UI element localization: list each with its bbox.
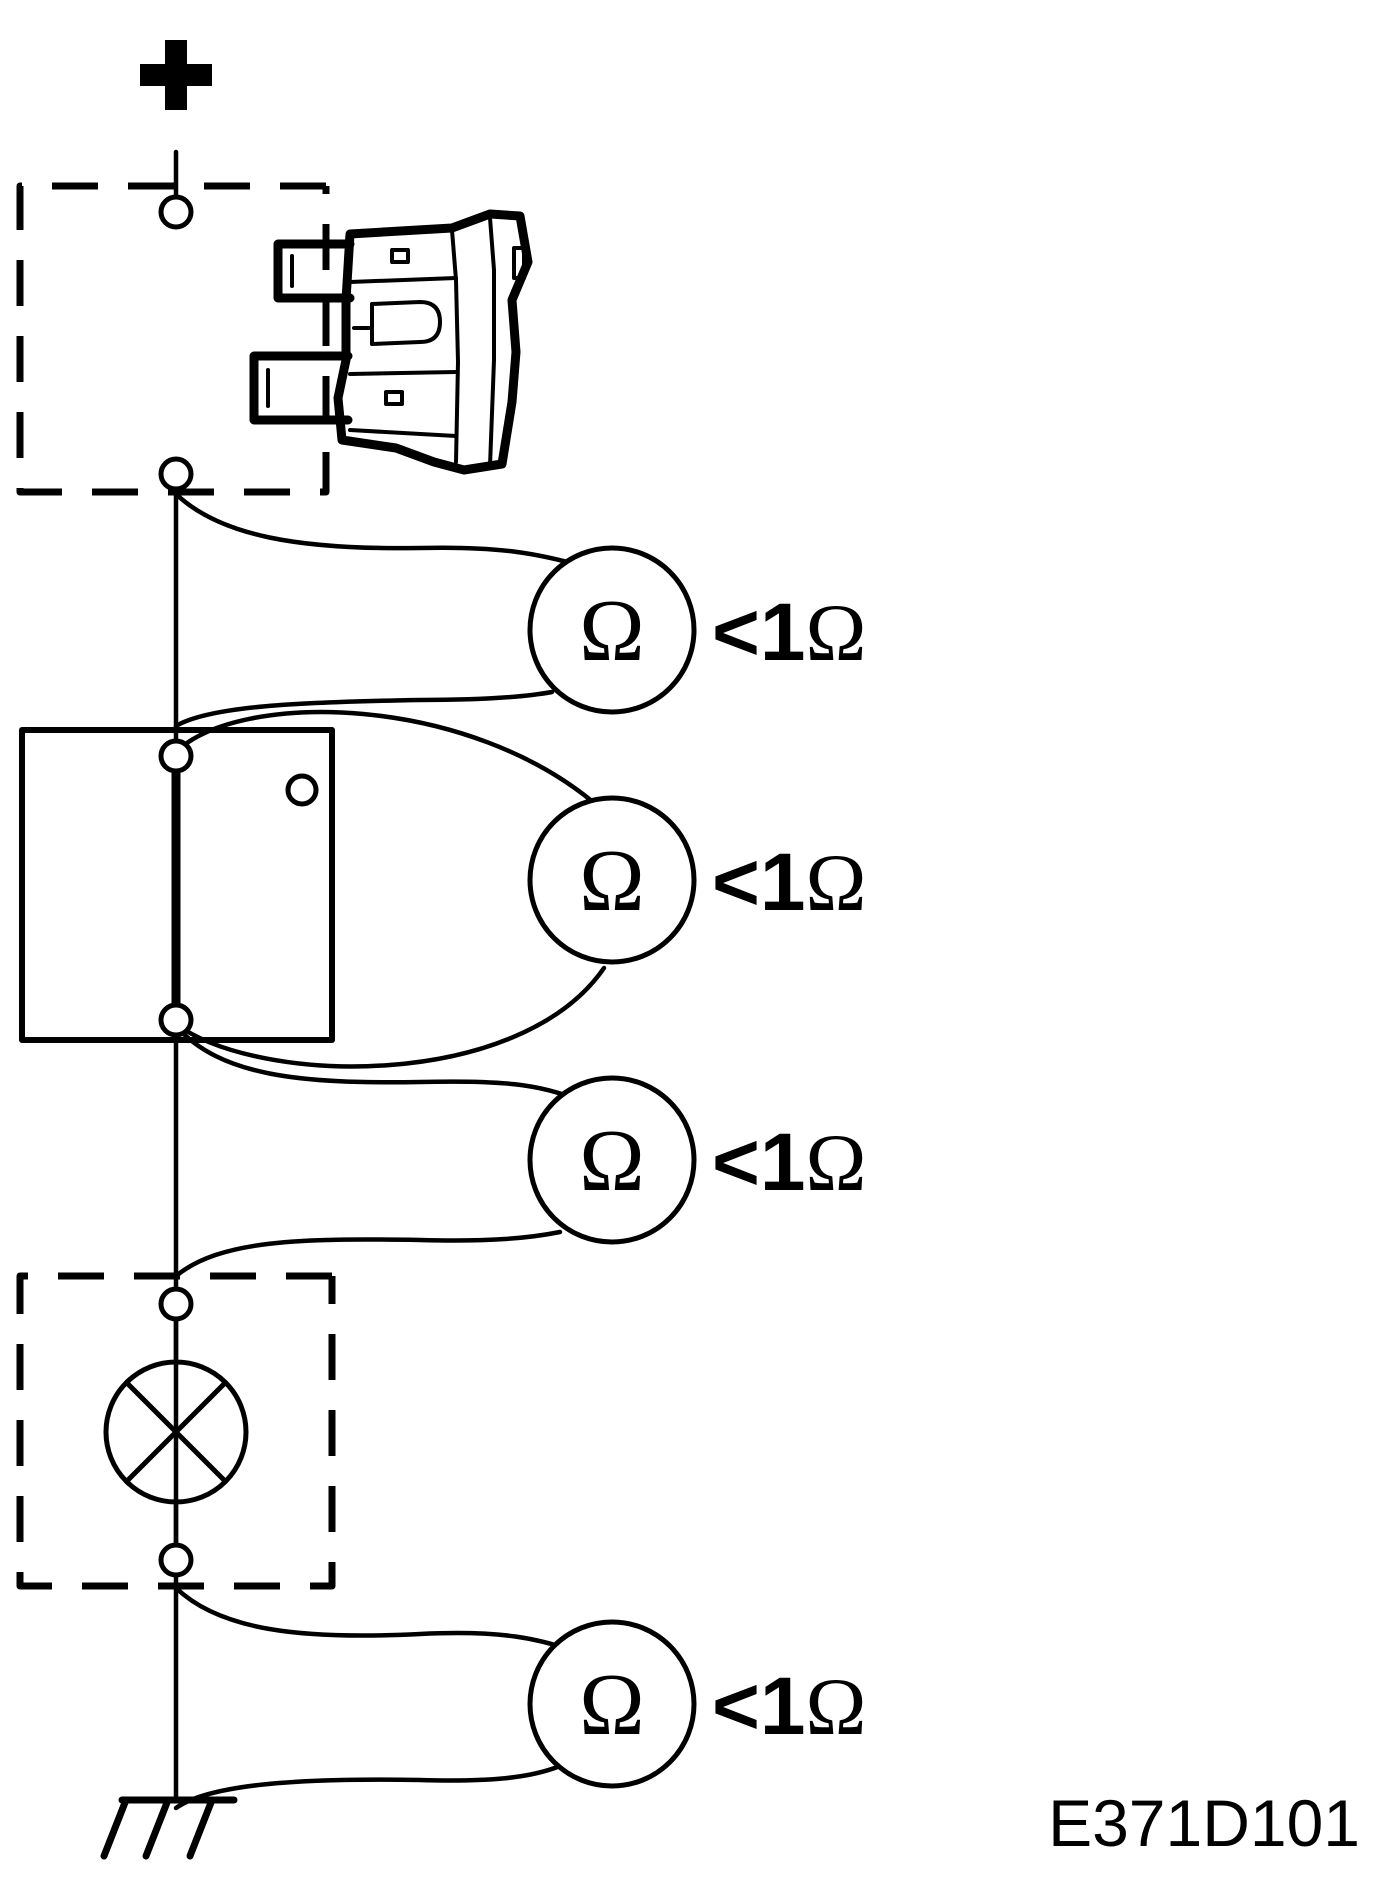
switch-terminal-in xyxy=(158,738,194,774)
meter-symbol: Ω xyxy=(579,833,644,930)
fuse-holder-box xyxy=(16,182,330,496)
meter-symbol: Ω xyxy=(579,1113,644,1210)
lamp-terminal-in xyxy=(158,1286,194,1322)
reading-value: <1 xyxy=(712,1661,806,1752)
fuse-icon xyxy=(249,209,533,475)
reading-unit: Ω xyxy=(806,587,867,678)
meter-reading: <1Ω xyxy=(712,587,866,678)
ohmmeter-3: Ω <1Ω xyxy=(527,1075,866,1245)
reading-value: <1 xyxy=(712,1117,806,1208)
reading-value: <1 xyxy=(712,587,806,678)
positive-supply-symbol: + xyxy=(140,40,212,110)
switch-terminal-out xyxy=(158,1002,194,1038)
switch-terminal-aux xyxy=(285,773,319,807)
switch-icon xyxy=(19,727,335,1043)
ohmmeter-2: Ω <1Ω xyxy=(527,795,866,965)
figure-id: E371D101 xyxy=(1048,1786,1360,1860)
ohmmeter-1: Ω <1Ω xyxy=(527,545,866,715)
fuse-terminal-out xyxy=(158,456,194,492)
meter-symbol: Ω xyxy=(579,583,644,680)
meter-reading: <1Ω xyxy=(712,1661,866,1752)
meter-leads xyxy=(173,491,607,1811)
reading-unit: Ω xyxy=(806,1661,867,1752)
reading-value: <1 xyxy=(712,837,806,928)
ohmmeter-4: Ω <1Ω xyxy=(527,1619,866,1789)
meter-symbol: Ω xyxy=(579,1657,644,1754)
ohmmeter-icon xyxy=(527,1075,697,1245)
meter-reading: <1Ω xyxy=(712,1117,866,1208)
fuse-terminal-in xyxy=(158,194,194,230)
ohmmeter-icon xyxy=(527,795,697,965)
meter-reading: <1Ω xyxy=(712,837,866,928)
lamp-holder-box xyxy=(16,1272,336,1590)
ground-icon xyxy=(100,1796,238,1860)
terminals xyxy=(158,194,194,1578)
ohmmeter-icon xyxy=(527,545,697,715)
reading-unit: Ω xyxy=(806,1117,867,1208)
ohmmeter-icon xyxy=(527,1619,697,1789)
lamp-icon xyxy=(103,1317,249,1547)
lamp-terminal-out xyxy=(158,1542,194,1578)
reading-unit: Ω xyxy=(806,837,867,928)
